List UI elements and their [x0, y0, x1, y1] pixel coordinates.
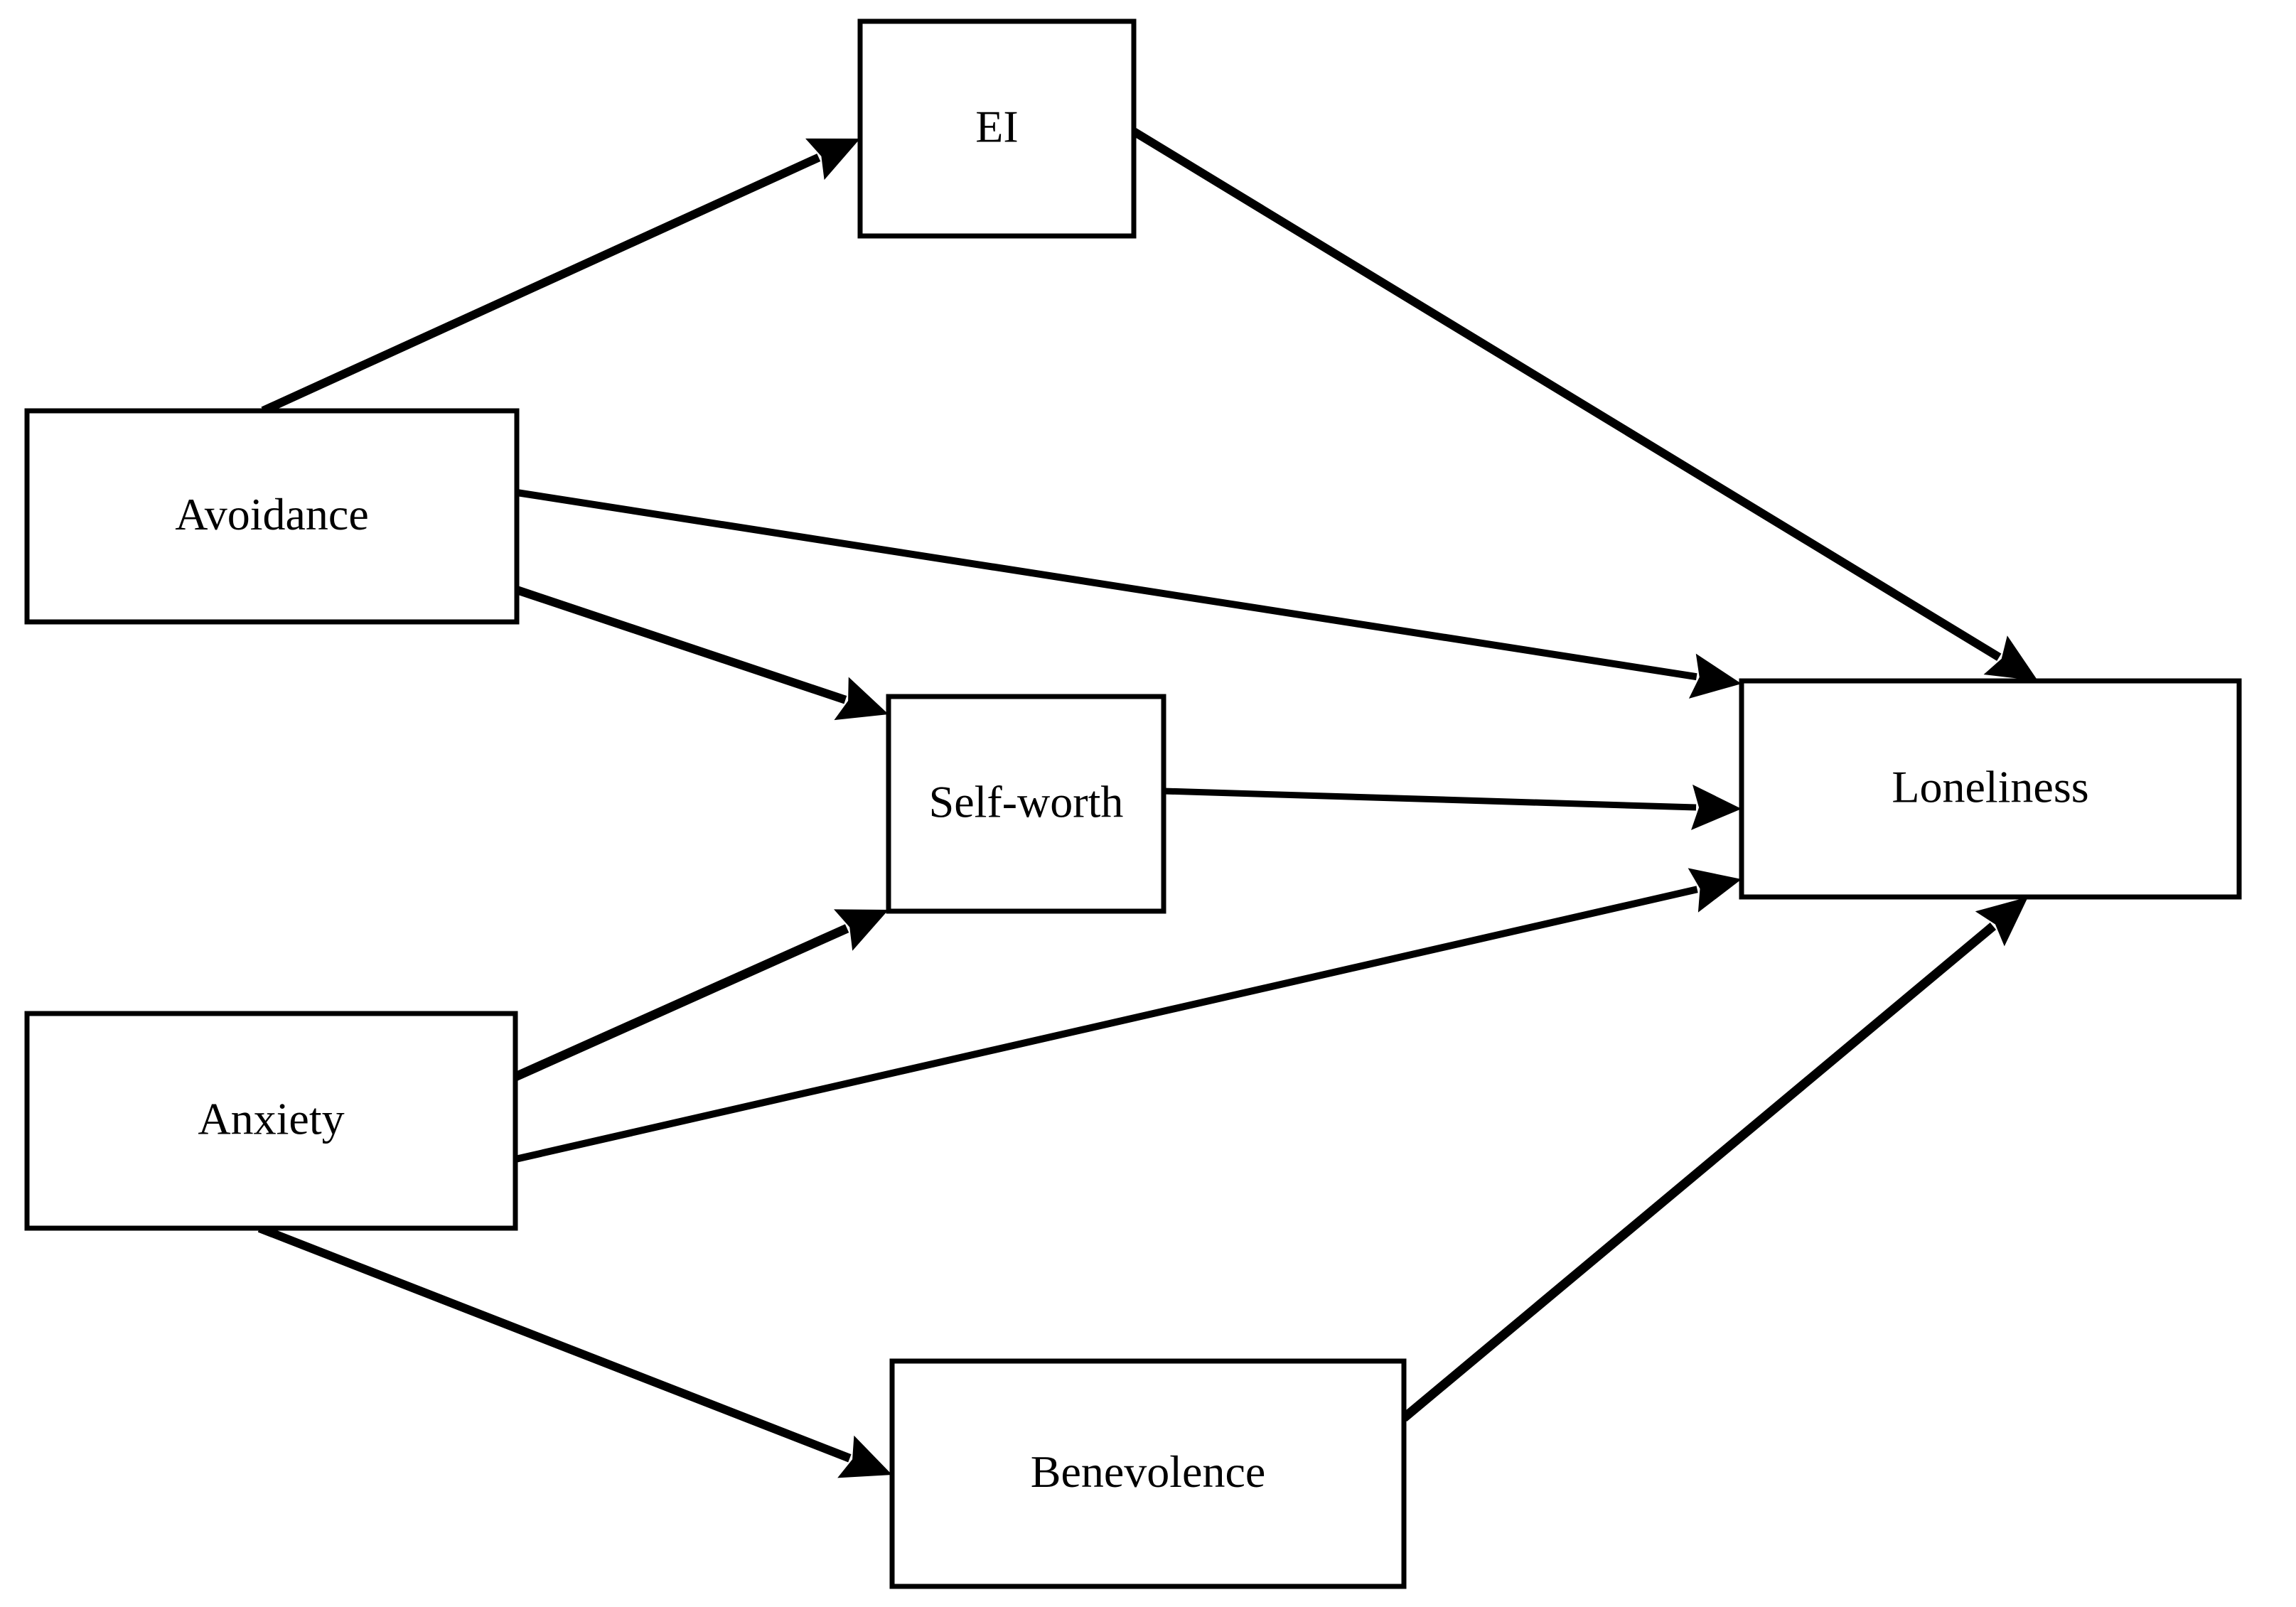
node-label-anxiety: Anxiety — [198, 1094, 344, 1144]
arrowhead-icon — [1691, 784, 1742, 830]
node-box-avoidance[interactable] — [24, 408, 520, 625]
arrowhead-icon — [1688, 653, 1742, 699]
edge-line — [513, 924, 849, 1081]
arrowhead-icon — [834, 677, 889, 721]
edge-avoidance-to-self-worth — [515, 586, 889, 721]
node-label-self_worth: Self-worth — [929, 777, 1124, 827]
node-box-benevolence[interactable] — [889, 1358, 1407, 1589]
node-box-ei[interactable] — [857, 18, 1137, 239]
node-avoidance[interactable]: Avoidance — [24, 408, 520, 625]
node-box-self_worth[interactable] — [886, 694, 1166, 914]
edge-line — [261, 154, 821, 415]
edge-line — [257, 1224, 852, 1463]
node-anxiety[interactable]: Anxiety — [24, 1011, 518, 1231]
arrowhead-icon — [1688, 868, 1742, 913]
edge-benevolence-to-loneliness — [1400, 897, 2028, 1421]
edge-avoidance-to-loneliness — [516, 489, 1742, 699]
edge-line — [515, 586, 847, 704]
arrowhead-icon — [805, 138, 860, 181]
arrowhead-icon — [837, 1435, 892, 1478]
edge-line — [1163, 788, 1697, 811]
edge-avoidance-to-ei — [261, 138, 860, 415]
node-self_worth[interactable]: Self-worth — [886, 694, 1166, 914]
node-ei[interactable]: EI — [857, 18, 1137, 239]
edge-line — [1400, 923, 1997, 1421]
edge-anxiety-to-self-worth — [513, 909, 889, 1081]
node-benevolence[interactable]: Benevolence — [889, 1358, 1407, 1589]
node-label-avoidance: Avoidance — [175, 489, 368, 539]
edge-line — [1131, 127, 2002, 661]
node-box-loneliness[interactable] — [1739, 678, 2242, 900]
edge-self-worth-to-loneliness — [1163, 784, 1742, 830]
edges-layer — [257, 127, 2038, 1478]
edge-line — [516, 489, 1697, 681]
edge-anxiety-to-loneliness — [514, 868, 1742, 1163]
edge-anxiety-to-benevolence — [257, 1224, 892, 1478]
edge-ei-to-loneliness — [1131, 127, 2038, 681]
node-label-loneliness: Loneliness — [1892, 762, 2088, 812]
node-label-ei: EI — [975, 102, 1018, 152]
arrowhead-icon — [1983, 635, 2038, 681]
node-box-anxiety[interactable] — [24, 1011, 518, 1231]
node-label-benevolence: Benevolence — [1031, 1446, 1266, 1497]
arrowhead-icon — [1975, 897, 2028, 947]
edge-line — [514, 886, 1698, 1163]
node-loneliness[interactable]: Loneliness — [1739, 678, 2242, 900]
arrowhead-icon — [834, 909, 889, 951]
